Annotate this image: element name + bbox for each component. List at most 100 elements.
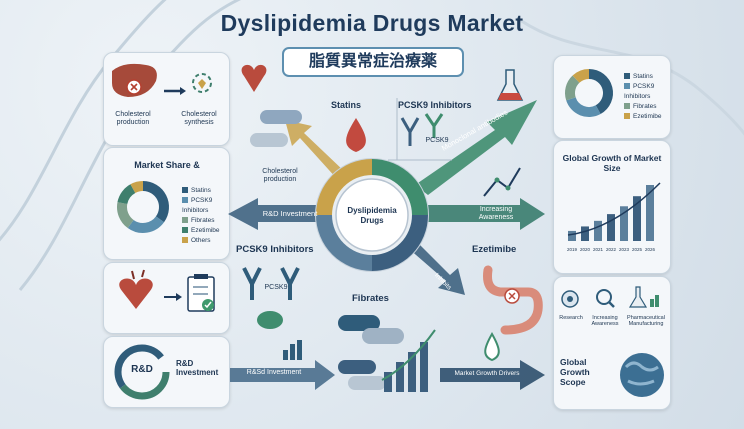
legend-label: Ezetimibe xyxy=(191,227,220,234)
hub-label: Dyslipidemia Drugs xyxy=(347,206,397,225)
rd-investment-bottom-label: R&Sd Investment xyxy=(246,369,302,376)
growth-year-label: 2023 xyxy=(619,247,630,252)
left-panel-clinical xyxy=(103,262,230,334)
growth-bar xyxy=(620,206,628,241)
legend-item: PCSK9 Inhibitors xyxy=(182,196,228,216)
awareness-arrow xyxy=(400,198,545,230)
donut-segment xyxy=(572,69,590,84)
pharma-manufacturing-label: Pharmaceutical Manufacturing xyxy=(627,315,665,327)
growth-year-label: 2020 xyxy=(580,247,591,252)
growth-bar xyxy=(646,185,654,241)
legend-label: Statins xyxy=(633,73,653,80)
growth-drivers-arrow xyxy=(440,360,545,390)
rd-investment-arrow-bottom xyxy=(230,360,335,390)
inhibits-arrow xyxy=(408,240,465,295)
legend-label: Fibrates xyxy=(633,103,657,110)
driver-icons xyxy=(561,286,664,397)
legend-item: Others xyxy=(182,236,228,246)
cholesterol-production-center-label: Cholesterol production xyxy=(262,168,298,183)
global-growth-scope-label: Global Growth Scope xyxy=(560,357,590,387)
global-growth-heading: Global Growth of Market Size xyxy=(562,153,662,173)
growth-bar xyxy=(633,196,641,241)
subtitle-banner: 脂質異常症治療薬 xyxy=(282,47,464,77)
market-share-donut-chart xyxy=(117,181,169,233)
legend-label: PCSK9 Inhibitors xyxy=(182,197,213,214)
pcsk9-tag-left: PCSK9 xyxy=(264,284,288,291)
pcsk9-top-label: PCSK9 Inhibitors xyxy=(398,100,472,110)
rd-investment-arrow-label: R&D Investment xyxy=(262,209,318,218)
liver-icon xyxy=(112,63,212,97)
left-panel-top: Cholesterol production Cholesterol synth… xyxy=(103,52,230,146)
donut-segment xyxy=(127,216,165,233)
legend-swatch xyxy=(624,73,630,80)
legend-swatch xyxy=(182,197,188,204)
legend-swatch xyxy=(182,227,188,234)
pcsk9-left-label: PCSK9 Inhibitors xyxy=(236,244,314,255)
growth-year-label: 2019 xyxy=(567,247,578,252)
monoclonal-arrow xyxy=(415,100,537,195)
left-panel-rd: R&D R&D Investment xyxy=(103,336,230,408)
increasing-awareness-arrow-label: Increasing Awareness xyxy=(478,206,514,221)
cholesterol-synthesis-label: Cholesterol synthesis xyxy=(181,111,217,126)
growth-bar xyxy=(594,220,602,241)
donut-segment xyxy=(117,202,134,229)
legend-item: Statins xyxy=(624,72,670,82)
legend-swatch xyxy=(624,113,630,120)
growth-bar xyxy=(607,214,615,241)
donut-segment xyxy=(565,75,580,101)
donut-segment xyxy=(130,181,144,194)
rd-ring-label: R&D xyxy=(131,364,153,375)
legend-swatch xyxy=(624,103,630,110)
legend-item: Ezetimibe xyxy=(182,226,228,236)
legend-label: Fibrates xyxy=(191,217,215,224)
donut-segment xyxy=(142,181,169,223)
heart-icon xyxy=(119,269,215,312)
growth-year-label: 2025 xyxy=(632,247,643,252)
legend-label: Others xyxy=(191,237,211,244)
legend-swatch xyxy=(182,237,188,244)
donut-segment xyxy=(588,69,613,115)
growth-year-label: 2021 xyxy=(593,247,604,252)
legend-swatch xyxy=(624,83,630,90)
growth-year-label: 2026 xyxy=(645,247,656,252)
rd-ring-icon xyxy=(114,344,170,400)
statins-label: Statins xyxy=(330,100,361,110)
right-donut-chart xyxy=(565,69,613,117)
legend-label: Ezetimibe xyxy=(633,113,662,120)
legend-label: Statins xyxy=(191,187,211,194)
legend-item: Ezetimibe xyxy=(624,112,670,122)
legend-item: Fibrates xyxy=(182,216,228,226)
growth-year-label: 2022 xyxy=(606,247,617,252)
rd-investment-arrow xyxy=(228,198,340,230)
market-share-heading: Market Share & xyxy=(134,160,200,170)
subtitle-text: 脂質異常症治療薬 xyxy=(308,53,437,70)
increasing-awareness-label: Increasing Awareness xyxy=(591,315,619,327)
pcsk9-tag: PCSK9 xyxy=(425,137,449,144)
donut-segment xyxy=(566,96,601,117)
legend-item: Statins xyxy=(182,186,228,196)
growth-bar xyxy=(581,226,589,241)
rd-investment-label: R&D Investment xyxy=(176,359,219,377)
legend-swatch xyxy=(182,217,188,224)
legend-item: PCSK9 Inhibitors xyxy=(624,82,670,102)
statins-arrow xyxy=(285,120,345,180)
right-panel-drivers: Research Increasing Awareness Pharmaceut… xyxy=(553,276,671,410)
cholesterol-production-label: Cholesterol production xyxy=(115,111,151,126)
growth-drivers-label: Market Growth Drivers xyxy=(454,370,520,377)
legend-label: PCSK9 Inhibitors xyxy=(624,83,655,100)
legend-swatch xyxy=(182,187,188,194)
legend-item: Fibrates xyxy=(624,102,670,112)
donut-segment xyxy=(117,184,136,205)
page-title: Dyslipidemia Drugs Market xyxy=(220,10,524,36)
ezetimibe-label: Ezetimibe xyxy=(472,244,517,255)
research-label: Research xyxy=(559,315,583,321)
fibrates-label: Fibrates xyxy=(352,293,389,304)
